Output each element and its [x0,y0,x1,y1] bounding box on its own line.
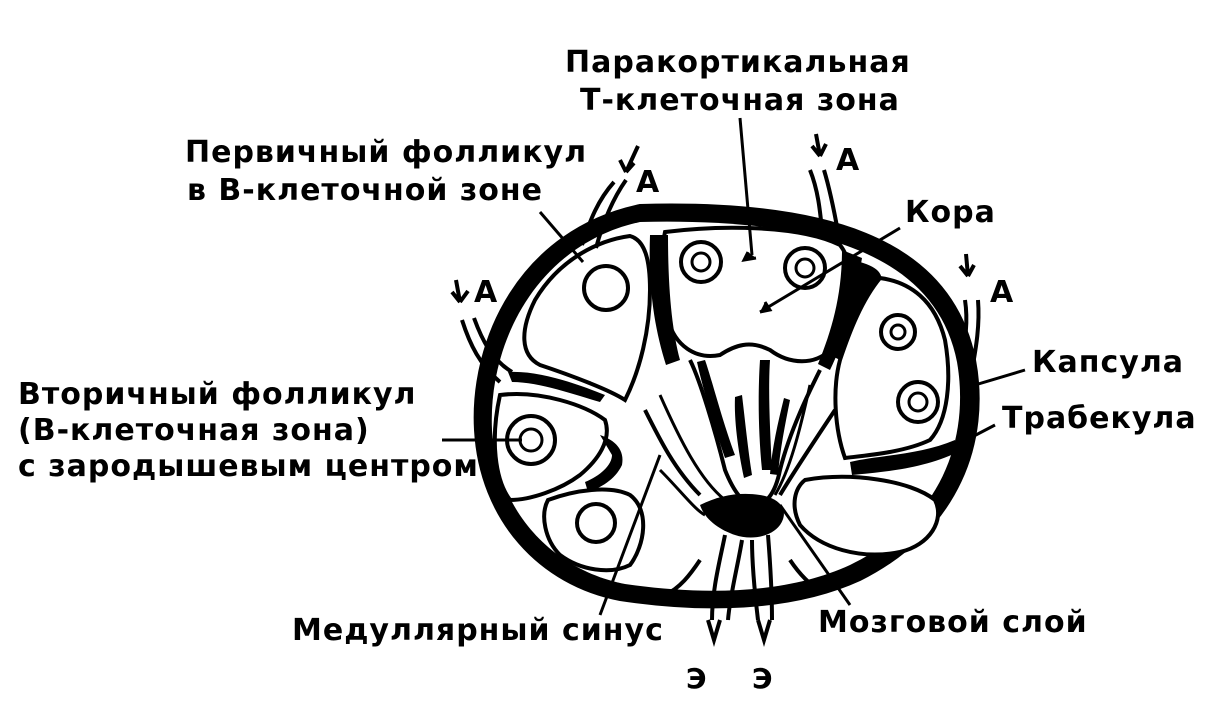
label-efferent-left: Э [686,662,708,695]
label-afferent-left: А [474,275,498,310]
efferent-arrow-right-icon [756,619,772,647]
label-afferent-upper-left: А [636,165,660,200]
label-paracortical-1: Паракортикальная [565,45,911,80]
label-secondary-follicle-1: Вторичный фолликул [18,377,417,412]
leader-lines [442,117,1026,616]
label-primary-follicle-1: Первичный фолликул [185,135,587,170]
medulla [643,359,837,538]
leader-paracortical [738,117,754,256]
leader-trabecula [927,423,996,462]
leader-primary-follicle [538,211,585,263]
efferent-vessels [664,534,824,647]
label-cortex: Кора [905,195,996,230]
trabecula-right [850,440,958,475]
leader-medulla [778,504,852,606]
label-efferent-right: Э [752,662,774,695]
label-afferent-upper-right: А [836,143,860,178]
leader-medullary-sinus [598,454,662,616]
label-primary-follicle-2: в В-клеточной зоне [187,173,543,208]
lobule-lower-left [542,487,646,573]
label-secondary-follicle-3: с зародышевым центром [18,449,479,484]
follicle-lower-left [575,502,617,544]
lobule-upper-left [508,233,653,403]
label-medulla: Мозговой слой [818,605,1088,640]
efferent-arrow-left-icon [706,619,722,647]
label-trabecula: Трабекула [1002,401,1197,436]
label-capsule: Капсула [1032,345,1184,380]
lobule-lower-right [792,440,958,557]
lobule-top-center [659,225,852,364]
label-paracortical-2: Т-клеточная зона [580,83,900,118]
trabeculae [649,235,882,370]
label-afferent-right: А [990,275,1014,310]
leader-cortex [759,226,901,314]
primary-follicle [582,264,630,312]
afferent-vessels [450,133,981,384]
label-medullary-sinus: Медуллярный синус [292,613,664,648]
label-secondary-follicle-2: (В-клеточная зона) [18,413,370,448]
lobule-right [833,275,951,461]
leader-capsule [974,368,1026,387]
